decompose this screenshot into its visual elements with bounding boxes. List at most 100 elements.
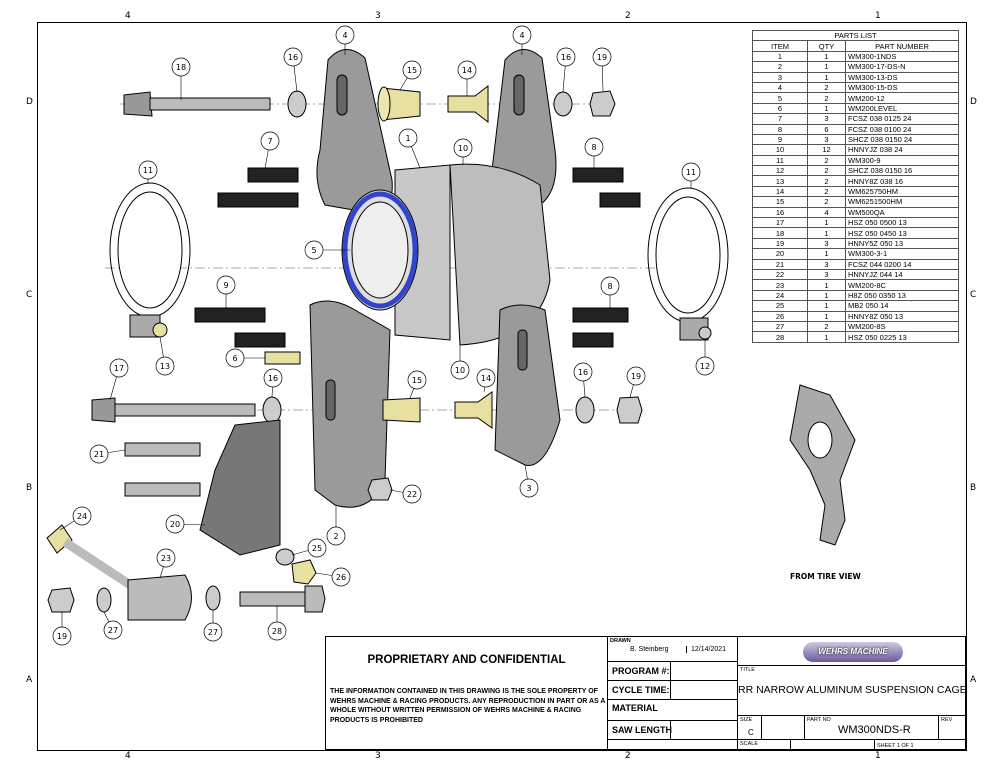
part-number-cell: WM200-8C	[845, 279, 959, 291]
balloon-number: 11	[143, 166, 153, 175]
item-cell: 2	[752, 61, 808, 73]
hub-1	[341, 163, 551, 346]
qty-cell: 1	[807, 102, 846, 115]
balloon-19	[592, 47, 612, 67]
item-cell: 16	[752, 206, 808, 219]
qty-cell: 1	[807, 227, 846, 239]
part-number-cell: WM300-15-DS	[845, 81, 959, 94]
qty-cell: 2	[807, 175, 846, 187]
nut-22	[367, 477, 393, 501]
balloon-number: 15	[412, 376, 422, 385]
parts-list-title: PARTS LIST	[752, 29, 959, 42]
size-label: SIZE	[740, 717, 753, 723]
balloon-7	[260, 131, 280, 151]
balloon-4	[512, 25, 532, 45]
wehrs-logo: WEHRS MACHINE	[803, 642, 903, 662]
qty-cell: 1	[807, 217, 846, 229]
balloon-number: 12	[700, 362, 710, 371]
balloon-1	[398, 128, 418, 148]
part-number-cell: HSZ 050 0450 13	[845, 227, 959, 239]
sheet-number: SHEET 1 OF 1	[877, 743, 914, 749]
balloon-number: 16	[288, 53, 298, 62]
washer-16c	[262, 396, 282, 424]
item-cell: 18	[752, 227, 808, 239]
qty-cell: 2	[807, 320, 846, 333]
balloon-13	[155, 356, 175, 376]
nut-26	[291, 559, 317, 585]
balloon-16	[263, 368, 283, 388]
bracket-20	[199, 419, 281, 556]
qty-cell: 2	[807, 92, 846, 104]
balloon-number: 27	[208, 628, 218, 637]
part-number-cell: FCSZ 038 0100 24	[845, 123, 959, 135]
part-number-cell: WM200-8S	[845, 320, 959, 333]
qty-cell: 2	[807, 196, 846, 208]
balloon-number: 22	[407, 490, 417, 499]
balloon-9	[216, 275, 236, 295]
balloon-22	[402, 484, 422, 504]
part-number-cell: WM200-12	[845, 92, 959, 104]
blank-cell	[607, 739, 738, 750]
balloon-number: 23	[161, 554, 171, 563]
proprietary-block: PROPRIETARY AND CONFIDENTIAL THE INFORMA…	[325, 636, 608, 750]
qty-cell: 3	[807, 268, 846, 281]
qty-cell: 1	[807, 71, 846, 83]
washer-16	[287, 90, 307, 118]
balloon-15	[407, 370, 427, 390]
balloon-21	[89, 444, 109, 464]
balloon-number: 13	[160, 362, 170, 371]
balloon-number: 19	[57, 632, 67, 641]
item-cell: 25	[752, 300, 808, 312]
saw-length-label: SAW LENGTH	[612, 725, 672, 735]
item-cell: 21	[752, 258, 808, 271]
part-number-cell: WM300-17-DS-N	[845, 61, 959, 73]
zone-row-A: A	[26, 675, 33, 685]
col-part-number: PART NUMBER	[845, 40, 959, 52]
zone-col-1: 1	[875, 751, 881, 761]
balloon-8	[584, 137, 604, 157]
qty-cell: 1	[807, 331, 846, 343]
part-number-cell: WM200LEVEL	[845, 102, 959, 115]
logo-text: WEHRS MACHINE	[818, 647, 888, 656]
washer-27	[96, 587, 112, 613]
balloon-number: 25	[312, 544, 322, 553]
nut-19c	[616, 396, 643, 424]
item-cell: 8	[752, 123, 808, 135]
bolt-18	[123, 91, 271, 117]
balloon-25	[307, 538, 327, 558]
plate-2	[309, 300, 391, 508]
partno-label: PART NO	[807, 717, 831, 723]
part-number-cell: WM300-9	[845, 154, 959, 167]
balloon-27	[103, 620, 123, 640]
nut-19	[589, 90, 616, 117]
balloon-10	[450, 360, 470, 380]
part-number-cell: HSZ 050 0225 13	[845, 331, 959, 343]
balloon-6	[225, 348, 245, 368]
qty-cell: 1	[807, 279, 846, 291]
clevis-23	[127, 574, 192, 621]
qty-cell: 4	[807, 206, 846, 219]
balloon-number: 15	[407, 66, 417, 75]
item-cell: 24	[752, 289, 808, 302]
item-cell: 22	[752, 268, 808, 281]
part-number-cell: SHCZ 038 0150 24	[845, 133, 959, 146]
drawn-by: B. Steinberg	[630, 646, 669, 653]
item-cell: 13	[752, 175, 808, 187]
balloon-8	[600, 276, 620, 296]
drawn-label: DRAWN	[610, 638, 631, 644]
balloon-number: 16	[268, 374, 278, 383]
balloon-number: 16	[561, 53, 571, 62]
saw-length-cell: SAW LENGTH	[607, 720, 738, 740]
level-6	[264, 351, 301, 365]
qty-cell: 6	[807, 123, 846, 135]
item-cell: 27	[752, 320, 808, 333]
balloon-number: 24	[77, 512, 87, 521]
plate-3	[494, 304, 561, 466]
